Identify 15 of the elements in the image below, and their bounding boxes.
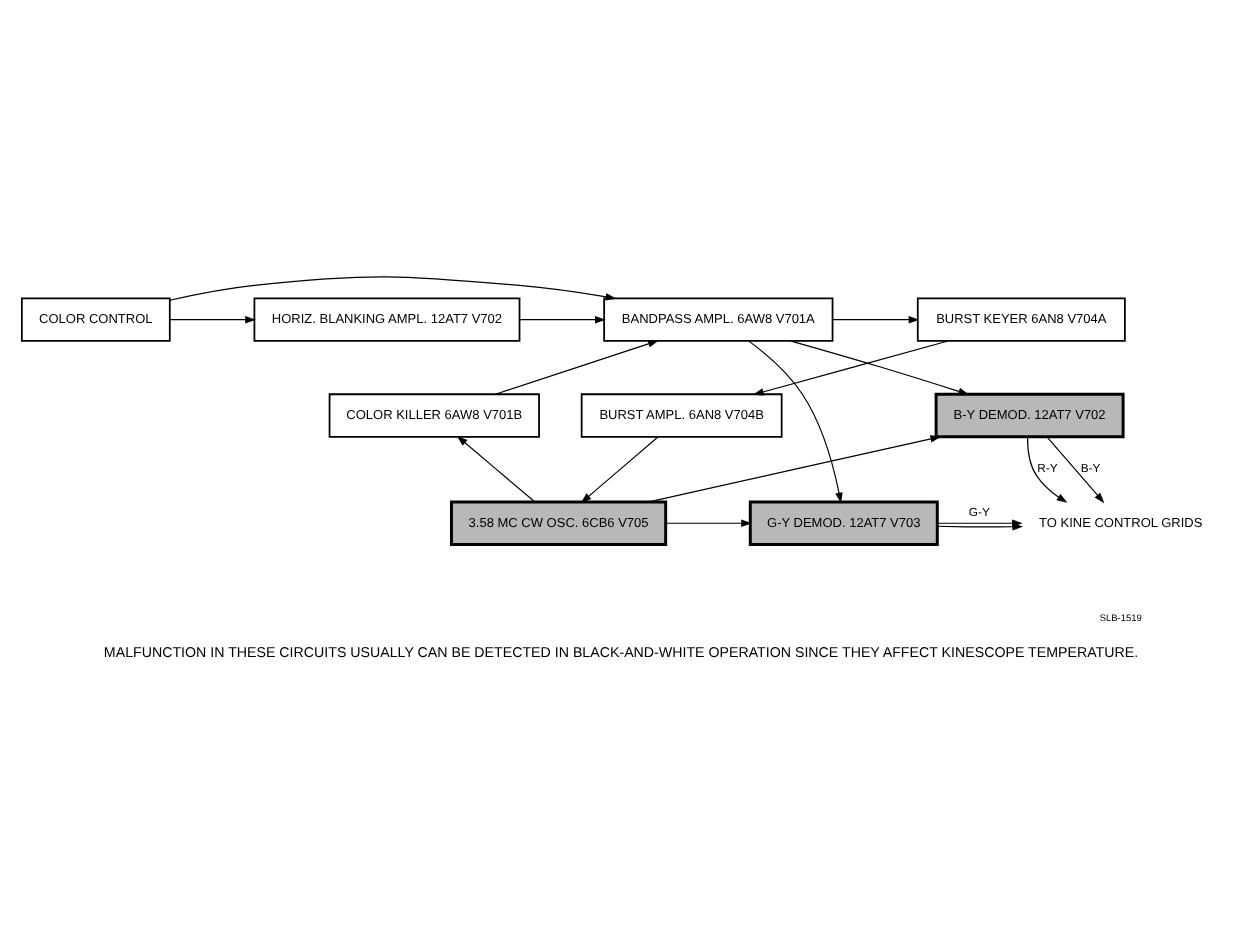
arrow [169,315,256,324]
arrow [456,435,536,503]
arrow [519,315,606,324]
arrow [1027,436,1068,503]
arrow [494,340,659,395]
arrow [748,340,843,504]
arrow [580,436,659,503]
arrow [832,315,920,324]
arrow [753,340,949,396]
arrow [648,435,942,503]
arrow [790,340,970,395]
arrow [169,276,617,301]
arrow [1046,436,1105,504]
arrow [665,519,752,527]
arrow [936,519,1023,527]
